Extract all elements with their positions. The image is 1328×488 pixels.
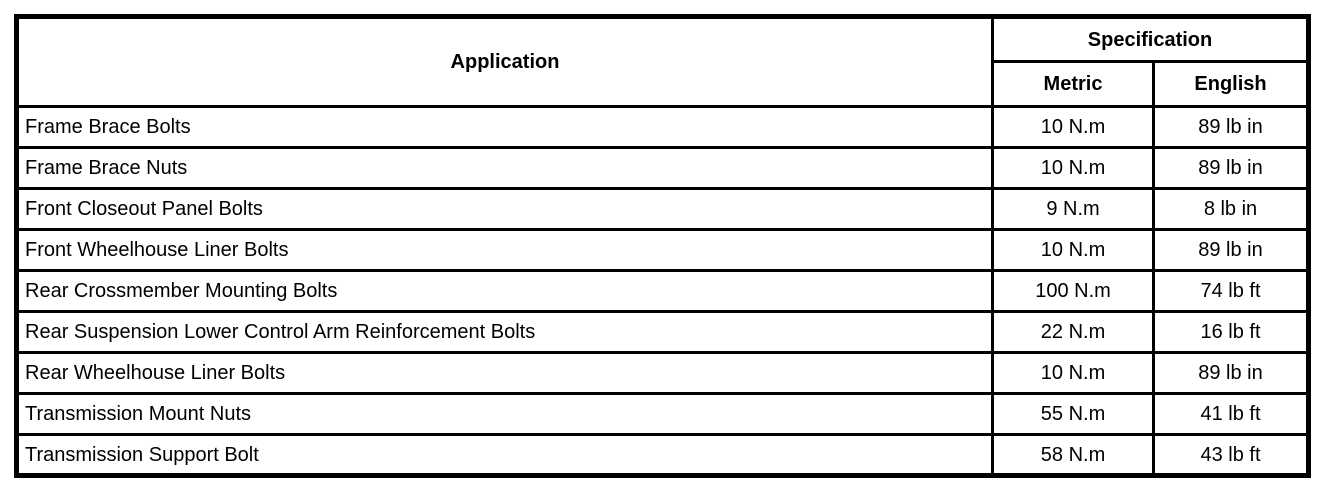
metric-cell: 10 N.m (991, 146, 1155, 190)
application-cell: Rear Crossmember Mounting Bolts (15, 269, 994, 313)
table-row: Frame Brace Nuts 10 N.m 89 lb in (15, 146, 1311, 190)
application-cell: Rear Wheelhouse Liner Bolts (15, 351, 994, 395)
table-row: Rear Suspension Lower Control Arm Reinfo… (15, 310, 1311, 354)
english-cell: 16 lb ft (1151, 310, 1311, 354)
column-header-specification: Specification (990, 15, 1311, 63)
application-cell: Rear Suspension Lower Control Arm Reinfo… (15, 310, 994, 354)
metric-cell: 9 N.m (991, 187, 1155, 231)
english-cell: 89 lb in (1151, 351, 1311, 395)
application-cell: Frame Brace Nuts (15, 146, 994, 190)
table-row: Transmission Support Bolt 58 N.m 43 lb f… (15, 433, 1311, 477)
header-row-specification: Application Specification (15, 15, 1311, 108)
english-cell: 43 lb ft (1151, 433, 1311, 477)
application-cell: Transmission Mount Nuts (15, 392, 994, 436)
english-cell: 89 lb in (1151, 105, 1311, 149)
english-cell: 74 lb ft (1151, 269, 1311, 313)
application-cell: Front Closeout Panel Bolts (15, 187, 994, 231)
metric-cell: 10 N.m (991, 105, 1155, 149)
application-cell: Front Wheelhouse Liner Bolts (15, 228, 994, 272)
column-header-metric: Metric (991, 60, 1155, 108)
metric-cell: 58 N.m (991, 433, 1155, 477)
english-cell: 8 lb in (1151, 187, 1311, 231)
metric-cell: 100 N.m (991, 269, 1155, 313)
english-cell: 89 lb in (1151, 146, 1311, 190)
table-row: Front Closeout Panel Bolts 9 N.m 8 lb in (15, 187, 1311, 231)
column-header-english: English (1151, 60, 1311, 108)
application-cell: Transmission Support Bolt (15, 433, 994, 477)
column-header-application: Application (15, 15, 994, 108)
table-row: Frame Brace Bolts 10 N.m 89 lb in (15, 105, 1311, 149)
english-cell: 89 lb in (1151, 228, 1311, 272)
metric-cell: 10 N.m (991, 228, 1155, 272)
torque-specifications-table: Application Specification Metric English… (14, 14, 1312, 478)
table-row: Rear Crossmember Mounting Bolts 100 N.m … (15, 269, 1311, 313)
table-row: Front Wheelhouse Liner Bolts 10 N.m 89 l… (15, 228, 1311, 272)
metric-cell: 22 N.m (991, 310, 1155, 354)
table-row: Transmission Mount Nuts 55 N.m 41 lb ft (15, 392, 1311, 436)
english-cell: 41 lb ft (1151, 392, 1311, 436)
header-row-units: Metric English (17, 60, 1311, 108)
table-row: Rear Wheelhouse Liner Bolts 10 N.m 89 lb… (15, 351, 1311, 395)
metric-cell: 10 N.m (991, 351, 1155, 395)
metric-cell: 55 N.m (991, 392, 1155, 436)
application-cell: Frame Brace Bolts (15, 105, 994, 149)
